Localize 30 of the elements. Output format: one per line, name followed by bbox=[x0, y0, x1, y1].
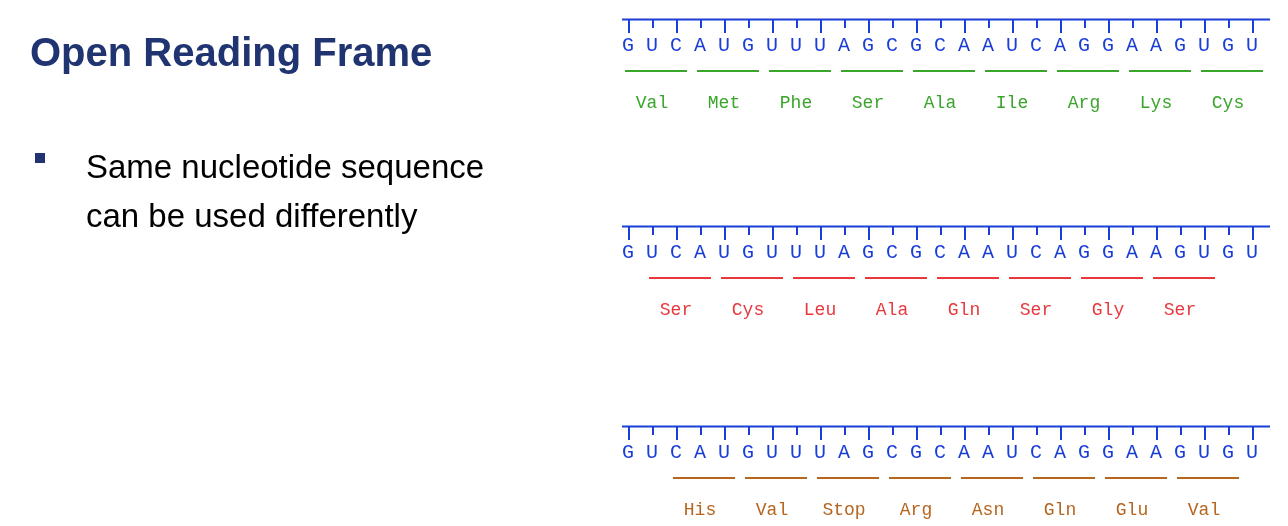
amino-acid-label: Glu bbox=[1115, 500, 1149, 520]
amino-acid-label: Val bbox=[635, 93, 669, 113]
amino-acid-label: Arg bbox=[1067, 93, 1101, 113]
amino-acid-label: Ser bbox=[1019, 300, 1053, 320]
amino-acid-label: Ser bbox=[659, 300, 693, 320]
amino-acid-label: Phe bbox=[779, 93, 813, 113]
amino-acid-label: Ile bbox=[995, 93, 1029, 113]
amino-acid-label: Gln bbox=[1043, 500, 1077, 520]
amino-acid-label: Val bbox=[755, 500, 789, 520]
amino-acid-label: Met bbox=[707, 93, 741, 113]
amino-acid-label: Arg bbox=[899, 500, 933, 520]
amino-acid-label: His bbox=[683, 500, 717, 520]
nucleotide-sequence: GUCAUGUUUAGCGCAAUCAGGAAGUGU bbox=[622, 242, 1271, 264]
amino-acid-label: Leu bbox=[803, 300, 837, 320]
amino-acid-label: Gly bbox=[1091, 300, 1125, 320]
amino-acid-label: Ala bbox=[923, 93, 957, 113]
amino-acid-label: Stop bbox=[822, 500, 866, 520]
amino-acid-label: Ser bbox=[851, 93, 885, 113]
nucleotide-sequence: GUCAUGUUUAGCGCAAUCAGGAAGUGU bbox=[622, 35, 1271, 57]
bullet-text: Same nucleotide sequence can be used differently bbox=[86, 147, 486, 236]
amino-acid-label: Asn bbox=[971, 500, 1005, 520]
amino-acid-label: Gln bbox=[947, 300, 981, 320]
amino-acid-label: Cys bbox=[731, 300, 765, 320]
slide-title: Open Reading Frame bbox=[30, 30, 433, 75]
amino-acid-label: Val bbox=[1187, 500, 1221, 520]
nucleotide-sequence: GUCAUGUUUAGCGCAAUCAGGAAGUGU bbox=[622, 442, 1271, 464]
amino-acid-label: Ser bbox=[1163, 300, 1197, 320]
amino-acid-label: Ala bbox=[875, 300, 909, 320]
amino-acid-label: Lys bbox=[1139, 93, 1173, 113]
amino-acid-label: Cys bbox=[1211, 93, 1245, 113]
